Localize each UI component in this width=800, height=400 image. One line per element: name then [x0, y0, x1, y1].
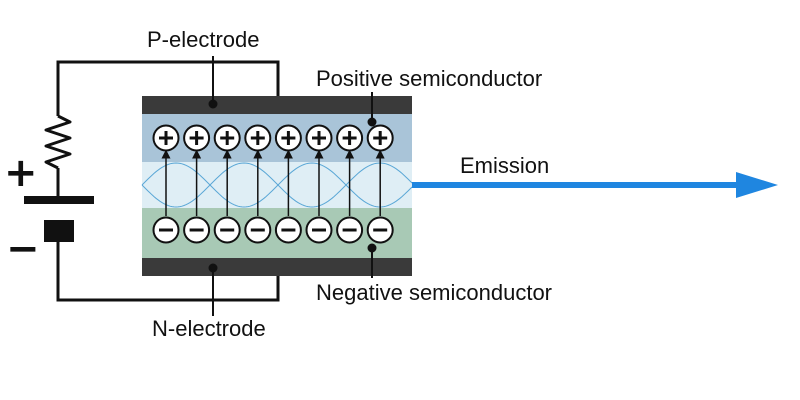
holes-row — [152, 124, 394, 152]
p-electrode-plate — [142, 96, 412, 114]
hole-plus-icon — [274, 124, 302, 152]
p-electrode-label: P-electrode — [147, 27, 260, 52]
bottom-wire — [56, 242, 280, 302]
electron-minus-icon — [213, 216, 241, 244]
negative-semiconductor-label: Negative semiconductor — [316, 280, 552, 305]
hole-plus-icon — [183, 124, 211, 152]
emission-arrow — [412, 172, 778, 198]
label-pointers — [208, 56, 377, 316]
emission-label: Emission — [460, 153, 549, 178]
hole-plus-icon — [152, 124, 180, 152]
emission-arrow-head — [736, 172, 778, 198]
junction-layer — [142, 162, 412, 208]
wave-line-lower — [141, 162, 413, 208]
electron-minus-icon — [244, 216, 272, 244]
hole-plus-icon — [305, 124, 333, 152]
electron-minus-icon — [183, 216, 211, 244]
recombination-arrows — [161, 149, 385, 216]
battery-long-plate — [24, 196, 94, 204]
battery-plus-sign: + — [4, 150, 38, 196]
hole-plus-icon — [213, 124, 241, 152]
junction-waves — [141, 162, 413, 208]
battery-minus-sign: − — [6, 226, 40, 272]
n-electrode-label: N-electrode — [152, 316, 266, 341]
electron-minus-icon — [305, 216, 333, 244]
hole-plus-icon — [244, 124, 272, 152]
electron-minus-icon — [152, 216, 180, 244]
p-electrode-pointer-dot — [208, 99, 218, 109]
resistor-icon — [44, 114, 72, 170]
positive-semiconductor-label: Positive semiconductor — [316, 66, 542, 91]
emission-arrow-shaft — [412, 182, 740, 188]
hole-plus-icon — [336, 124, 364, 152]
electrons-row — [152, 216, 394, 244]
battery-icon — [24, 196, 94, 242]
positive-semiconductor-pointer-dot — [367, 117, 377, 127]
electron-minus-icon — [274, 216, 302, 244]
circuit-wires — [56, 60, 280, 302]
wave-line-upper — [141, 162, 413, 208]
electron-minus-icon — [336, 216, 364, 244]
top-wire — [56, 60, 280, 108]
n-electrode-plate — [142, 258, 412, 276]
hole-plus-icon — [366, 124, 394, 152]
n-electrode-pointer-dot — [208, 263, 218, 273]
battery-short-plate — [44, 220, 74, 242]
electron-minus-icon — [366, 216, 394, 244]
negative-semiconductor-pointer-dot — [367, 243, 377, 253]
